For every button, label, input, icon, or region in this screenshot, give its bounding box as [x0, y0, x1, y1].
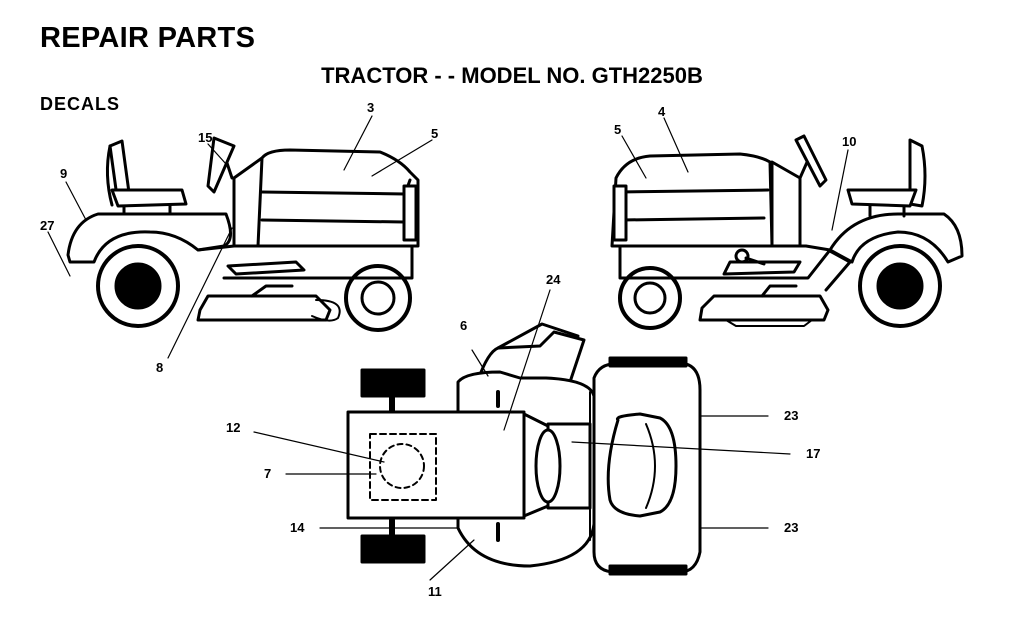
section-heading: DECALS	[40, 94, 121, 114]
callout-5-right: 5	[614, 122, 621, 137]
callout-4: 4	[658, 104, 666, 119]
callout-15: 15	[198, 130, 212, 145]
callout-8: 8	[156, 360, 163, 375]
page-title: REPAIR PARTS	[40, 22, 256, 54]
callout-12: 12	[226, 420, 240, 435]
callout-24: 24	[546, 272, 561, 287]
tractor-top-view	[346, 322, 702, 576]
callout-27: 27	[40, 218, 54, 233]
tractor-right-view	[610, 134, 964, 330]
callout-3: 3	[367, 100, 374, 115]
tractor-left-view	[66, 136, 420, 332]
callout-10: 10	[842, 134, 856, 149]
callout-14: 14	[290, 520, 305, 535]
leader-lines	[47, 115, 849, 581]
callout-11: 11	[428, 584, 442, 599]
callout-5: 5	[431, 126, 438, 141]
callout-6: 6	[460, 318, 467, 333]
callout-23-lower: 23	[784, 520, 798, 535]
callout-7: 7	[264, 466, 271, 481]
callout-9: 9	[60, 166, 67, 181]
callout-17: 17	[806, 446, 820, 461]
model-subtitle: TRACTOR - - MODEL NO. GTH2250B	[321, 63, 703, 88]
callout-23: 23	[784, 408, 798, 423]
